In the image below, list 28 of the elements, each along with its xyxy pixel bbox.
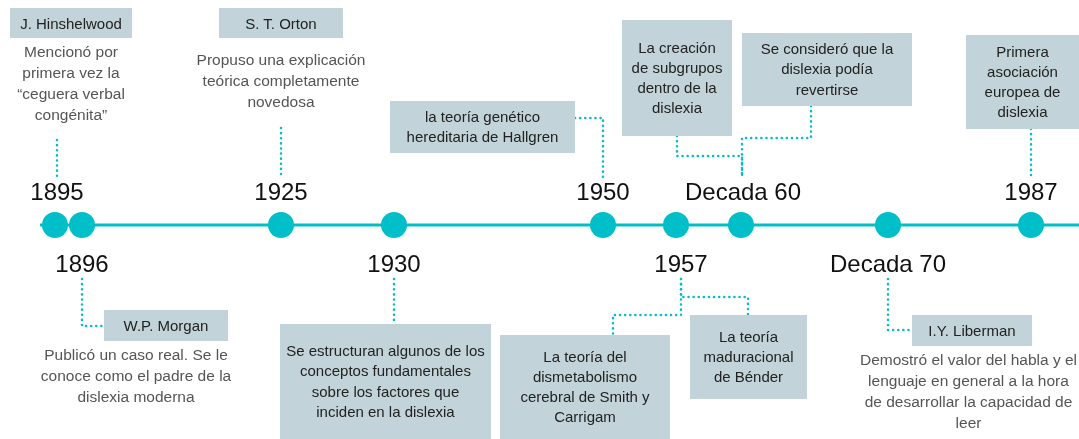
description-text: Demostró el valor del habla y el lenguaje en general a la hora de desarrollar la capacidad de leer — [858, 350, 1079, 433]
event-box: la teoría genético hereditaria de Hallgren — [390, 101, 575, 153]
event-box: La teoría del dismetabolismo cerebral de Smith y Carrigam — [500, 335, 670, 439]
event-box: La creación de subgrupos dentro de la dislexia — [622, 20, 732, 136]
dotted-connector — [1029, 127, 1033, 179]
event-box: La teoría maduracional de Bénder — [690, 315, 807, 399]
year-label: 1925 — [251, 177, 311, 207]
year-label: 1957 — [646, 249, 716, 279]
description-text: Mencionó por primera vez la “ceguera verbal congénita” — [16, 42, 126, 125]
name-tag: I.Y. Liberman — [912, 315, 1032, 346]
name-tag: J. Hinshelwood — [10, 8, 132, 38]
year-label: 1930 — [364, 249, 424, 279]
event-box: Se consideró que la dislexia podía revertirse — [742, 33, 912, 106]
dotted-connector — [679, 277, 750, 317]
dotted-connector — [55, 138, 59, 179]
year-label: 1895 — [27, 177, 87, 207]
dotted-connector — [740, 104, 813, 179]
year-label: Decada 70 — [833, 249, 943, 279]
year-label: 1987 — [1001, 177, 1061, 207]
year-label: 1896 — [52, 249, 112, 279]
year-label: 1950 — [573, 177, 633, 207]
year-label: Decada 60 — [688, 177, 798, 207]
name-tag: W.P. Morgan — [104, 310, 228, 341]
description-text: Propuso una explicación teórica completamente novedosa — [195, 50, 367, 112]
name-tag: S. T. Orton — [219, 8, 343, 38]
event-box: Primera asociación europea de dislexia — [966, 35, 1079, 129]
event-box: Se estructuran algunos de los conceptos fundamentales sobre los factores que inciden en la dislexia — [280, 324, 491, 439]
description-text: Publicó un caso real. Se le conoce como el padre de la dislexia moderna — [39, 345, 233, 407]
